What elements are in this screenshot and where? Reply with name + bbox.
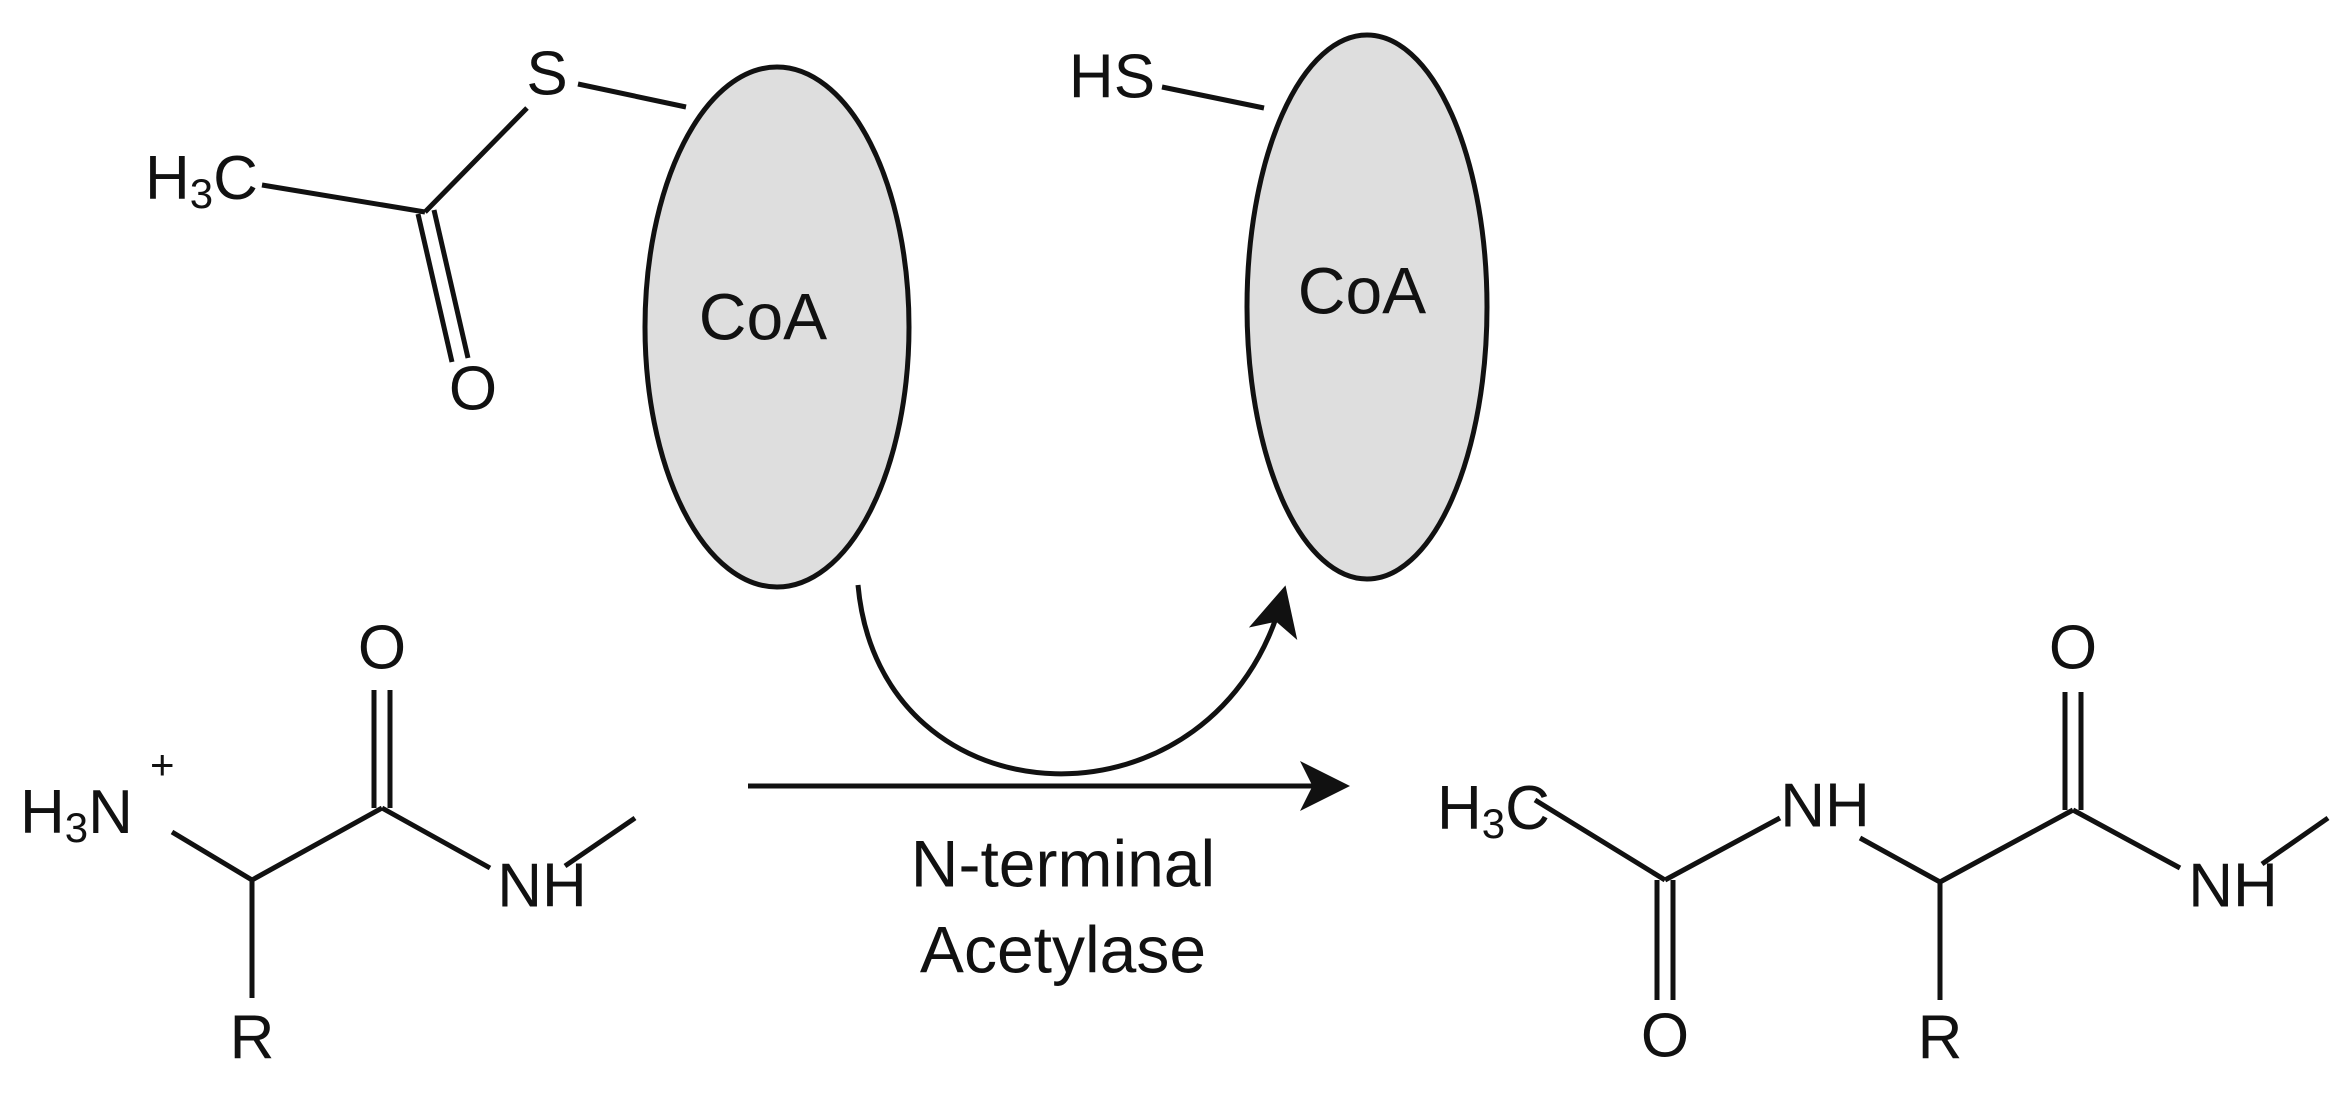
carbonyl-nh-bond [380, 805, 492, 871]
product-nh-chain-bond [2260, 815, 2330, 867]
positive-charge: + [150, 741, 175, 788]
acetyl-coa-molecule: CoA S H3C O [145, 39, 912, 590]
s-carbon-bond [423, 106, 529, 214]
coa-transfer-curved-arrow [855, 584, 1298, 777]
nh-calpha-bond [1858, 835, 1942, 885]
reaction-arrows: N-terminal Acetylase [748, 584, 1350, 986]
nh-chain-bond [563, 815, 637, 869]
product-calpha-carbonyl-bond [1938, 807, 2075, 885]
substrate-amide-nh: NH [497, 851, 587, 920]
substrate-side-chain-r: R [230, 1003, 275, 1072]
coa-sh-molecule: CoA HS [1069, 32, 1490, 582]
product-carbonyl-oxygen: O [2049, 613, 2097, 682]
product-methyl-bond [1533, 797, 1667, 883]
methyl-carbon-bond [261, 182, 426, 215]
coa-label-acetyl: CoA [699, 279, 827, 353]
ammonium-group: H3N [20, 778, 133, 851]
product-amine-nh: NH [1780, 771, 1870, 840]
substrate-peptide: H3N + O NH R [20, 613, 637, 1072]
carbonyl-double-bond-1 [415, 213, 455, 363]
acetylated-product: H3C O NH R O NH [1437, 613, 2330, 1072]
product-side-chain-r: R [1918, 1003, 1963, 1072]
acetyl-nh-bond [1663, 815, 1782, 883]
calpha-carbonyl-bond [250, 805, 384, 883]
methyl-group: H3C [145, 144, 258, 217]
product-amide-nh: NH [2188, 851, 2278, 920]
coa-ellipse-free [1244, 32, 1490, 582]
enzyme-label-line1: N-terminal [911, 826, 1215, 900]
n-calpha-bond [170, 829, 254, 883]
product-carbonyl-nh-bond [2071, 807, 2182, 871]
acetyl-oxygen: O [1641, 1001, 1689, 1070]
carbonyl-double-bond-2 [431, 209, 471, 359]
carbonyl-oxygen: O [449, 354, 497, 423]
thiol-group: HS [1069, 42, 1155, 111]
s-coa-bond [577, 81, 687, 110]
coa-label-free: CoA [1298, 253, 1426, 327]
sulfur-atom: S [526, 39, 567, 108]
coa-ellipse-acetyl [642, 64, 912, 590]
substrate-carbonyl-oxygen: O [358, 613, 406, 682]
enzyme-label-line2: Acetylase [920, 912, 1206, 986]
hs-coa-bond [1161, 84, 1265, 111]
product-methyl-group: H3C [1437, 774, 1550, 847]
